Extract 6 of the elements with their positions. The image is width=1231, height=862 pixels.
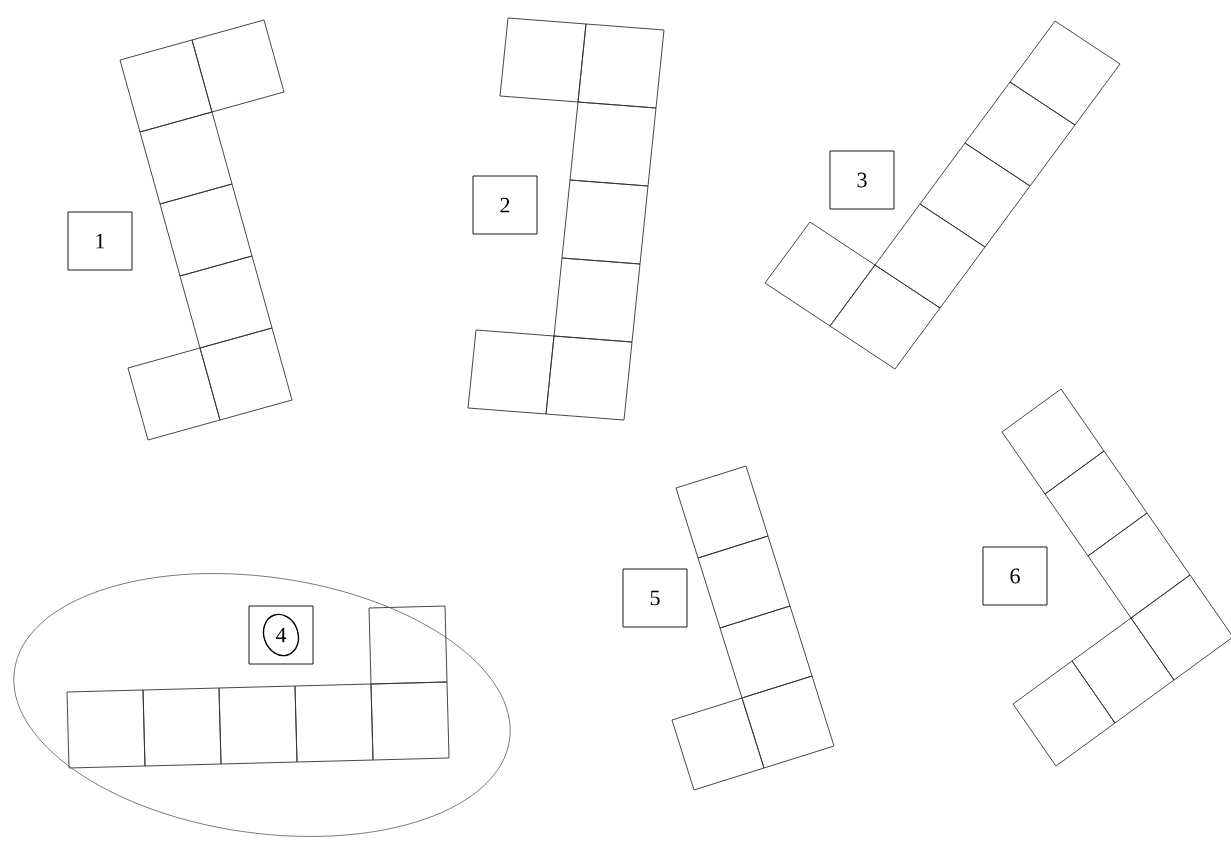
- number-box: 4: [248, 605, 314, 665]
- number-box: 5: [622, 568, 688, 628]
- number-box: 1: [67, 211, 133, 271]
- number-box: 2: [472, 175, 538, 235]
- number-box: 6: [982, 546, 1048, 606]
- number-box: 3: [829, 150, 895, 210]
